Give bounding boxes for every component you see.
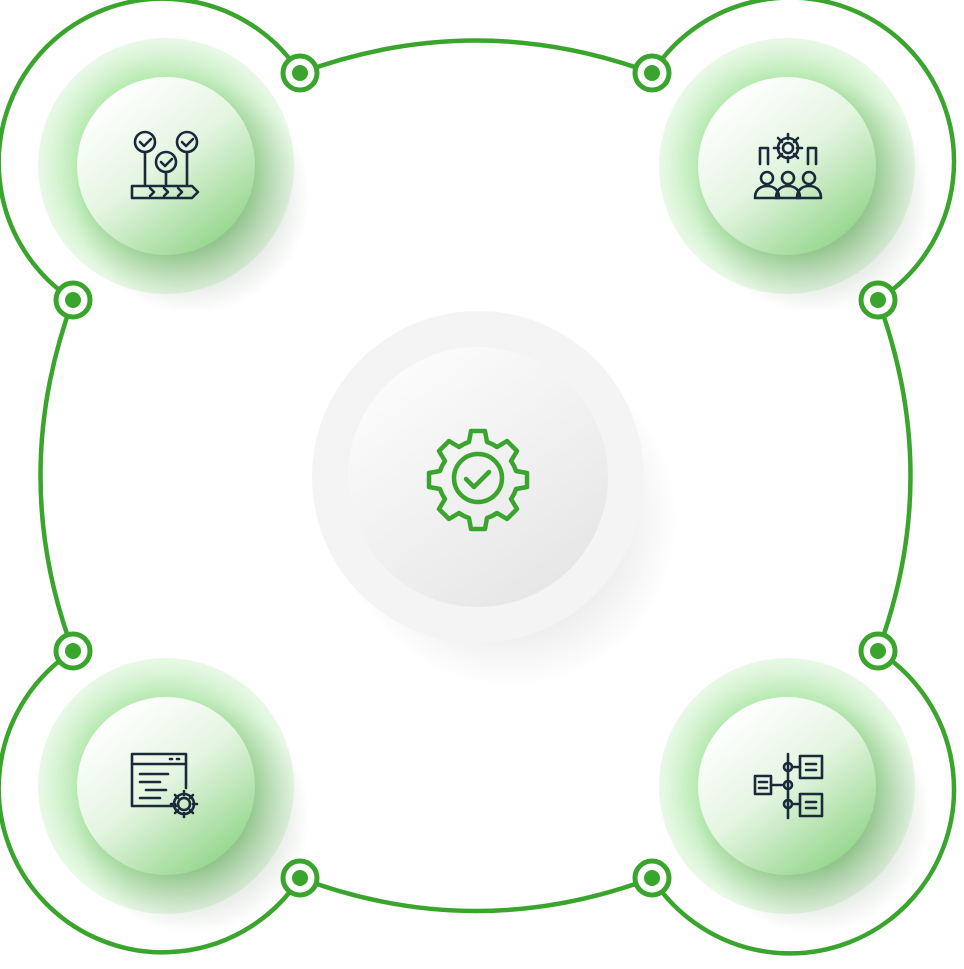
dot-left-top (53, 280, 93, 320)
connector-loop (0, 0, 957, 956)
dot-left-bottom (53, 631, 93, 671)
node-top-right (659, 38, 931, 314)
node-bottom-left (38, 658, 310, 934)
gear-check-icon (426, 428, 530, 532)
corner-arc-top-right (649, 0, 957, 303)
connector-top (297, 38, 655, 76)
center-node (312, 311, 678, 688)
node-bottom-right (659, 658, 931, 934)
node-top-left (38, 38, 310, 314)
connector-bottom (297, 875, 655, 914)
corner-arc-top-left (0, 0, 303, 303)
document-settings-icon (130, 752, 199, 819)
corner-arc-bottom-right (649, 648, 957, 956)
dot-bottom-right (632, 858, 672, 898)
dot-top-left-right (280, 53, 320, 93)
connector-right (875, 297, 913, 654)
team-settings-icon (753, 132, 823, 200)
connector-left (38, 297, 76, 654)
workflow-hierarchy-icon (753, 752, 824, 820)
corner-arc-bottom-left (0, 648, 303, 955)
dot-top-right-left (632, 53, 672, 93)
milestones-timeline-icon (130, 130, 200, 200)
dot-right-bottom (858, 631, 898, 671)
